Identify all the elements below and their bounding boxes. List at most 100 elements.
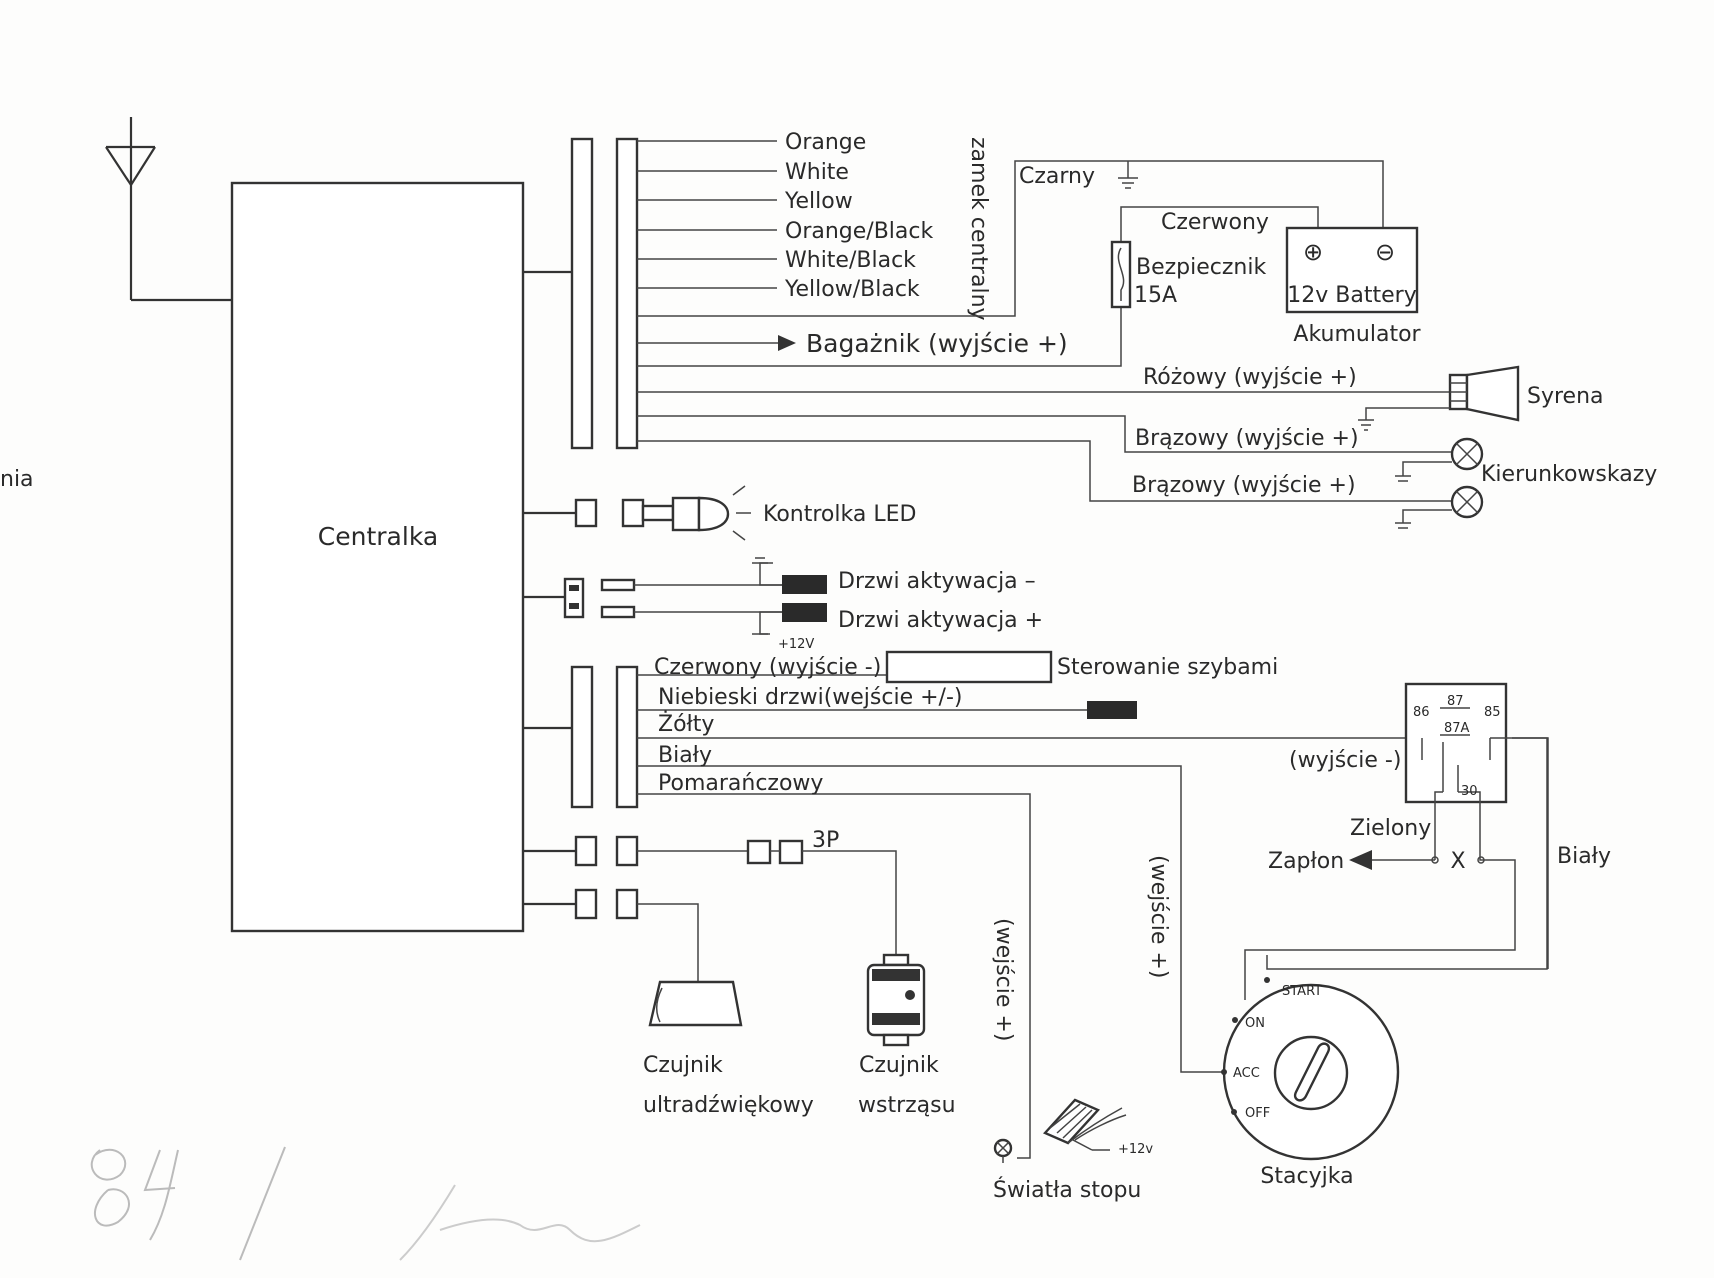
siren-wire-label: Różowy (wyjście +) (1143, 365, 1357, 390)
ignition-switch (1221, 977, 1400, 1161)
upper-connector-right (615, 137, 639, 450)
main-unit-label: Centralka (318, 522, 438, 551)
led-connector-right (621, 498, 645, 528)
indicator-lamp-icon (1395, 485, 1484, 529)
brake-lights-label: Światła stopu (993, 1177, 1141, 1203)
fuse-label: Bezpiecznik (1136, 255, 1266, 280)
ignition-acc: ACC (1233, 1066, 1260, 1081)
yellow-label: Żółty (658, 711, 714, 737)
ultrasonic-label-2: ultradźwiękowy (643, 1093, 814, 1118)
door-switch-minus-icon (752, 557, 827, 594)
door-plus-label: Drzwi aktywacja + (838, 608, 1043, 633)
handwritten-note (90, 1146, 641, 1261)
lower-connector-left (570, 665, 594, 809)
relay-pin-30: 30 (1461, 784, 1478, 799)
relay-pin-86: 86 (1413, 705, 1430, 720)
edge-text-fragment: nia (0, 467, 34, 492)
ignition-label: Zapłon (1268, 849, 1344, 874)
relay (1266, 682, 1548, 970)
window-control-box (885, 650, 1053, 684)
led-connector-left (574, 498, 598, 528)
upper-connector-left (570, 137, 594, 450)
upper-harness (523, 137, 777, 450)
led-icon (641, 485, 751, 541)
battery-caption: Akumulator (1293, 322, 1421, 347)
ignition-start: START (1282, 984, 1322, 999)
main-control-unit (230, 181, 525, 933)
shock-sensor-icon (866, 953, 926, 1047)
orange-label: Pomarańczowy (658, 771, 823, 796)
ultrasonic-sensor-icon (648, 980, 743, 1027)
wire-label-white: White (785, 160, 849, 185)
ignition-off: OFF (1245, 1106, 1270, 1121)
ignition-input-label: (wejście +) (1146, 855, 1171, 978)
white-label: Biały (658, 743, 712, 768)
indicator-wire-2-label: Brązowy (wyjście +) (1132, 473, 1356, 498)
ultrasonic-connector-left (574, 888, 598, 920)
door-minus-label: Drzwi aktywacja – (838, 569, 1036, 594)
green-wire-label: Zielony (1350, 816, 1431, 841)
relay-output-label: (wyjście -) (1289, 748, 1401, 773)
wire-label-orange-black: Orange/Black (785, 219, 933, 244)
fuse-rating: 15A (1134, 283, 1177, 308)
lower-connector-right (615, 665, 639, 809)
indicators-label: Kierunkowskazy (1481, 462, 1657, 487)
black-wire-label: Czarny (1019, 164, 1095, 189)
relay-pin-87: 87 (1447, 694, 1464, 709)
plug-3p-left (746, 839, 772, 865)
indicator-wire-1 (637, 415, 1452, 453)
red-power-wire (637, 307, 1122, 367)
brake-12v-label: +12v (1118, 1142, 1153, 1157)
siren-label: Syrena (1527, 384, 1604, 409)
trunk-arrow-icon (778, 335, 796, 351)
wire-label-white-black: White/Black (785, 248, 916, 273)
door-sensor-icon (1087, 701, 1137, 719)
indicator-wire-1-label: Brązowy (wyjście +) (1135, 426, 1359, 451)
plug-3p-right (778, 839, 804, 865)
ground-icon (1118, 161, 1138, 189)
ignition-arrow-icon (1349, 850, 1372, 870)
central-lock-title: zamek centralny (966, 137, 991, 321)
central-lock-wire-labels: Orange White Yellow Orange/Black White/B… (784, 130, 933, 302)
white-wire (637, 765, 1224, 1073)
shock-sensor-label-1: Czujnik (859, 1053, 939, 1078)
trunk-label: Bagażnik (wyjście +) (806, 329, 1068, 358)
brake-pedal-icon (1042, 1098, 1127, 1151)
wire-label-yellow: Yellow (784, 189, 853, 214)
battery-minus-icon: ⊖ (1375, 238, 1395, 266)
indicator-lamp-icon (1395, 437, 1484, 482)
relay-pin-87a: 87A (1444, 721, 1470, 736)
door-connector (563, 577, 585, 619)
shock-sensor-connector-right (615, 835, 639, 867)
door-switch-plus-icon (752, 603, 827, 635)
blue-door-label: Niebieski drzwi(wejście +/-) (658, 685, 962, 710)
ignition-on: ON (1245, 1016, 1265, 1031)
window-control-label: Sterowanie szybami (1057, 655, 1278, 680)
red-output-label: Czerwony (wyjście -) (654, 655, 881, 680)
shock-sensor-connector-left (574, 835, 598, 867)
indicator-wire-2 (637, 440, 1452, 502)
antenna-icon (105, 117, 232, 302)
fuse-icon (1110, 240, 1132, 309)
wire-label-yellow-black: Yellow/Black (784, 277, 920, 302)
shock-sensor-wire (802, 850, 897, 955)
siren-icon (1358, 365, 1520, 431)
start-wire (1244, 859, 1516, 1000)
ignition-switch-label: Stacyjka (1260, 1164, 1353, 1189)
relay-white-label: Biały (1557, 844, 1611, 869)
brake-lamp-icon (993, 1138, 1013, 1163)
ultrasonic-connector-right (615, 888, 639, 920)
red-wire-label: Czerwony (1161, 210, 1269, 235)
battery-label: 12v Battery (1287, 283, 1416, 308)
wire-cut-mark: X (1450, 849, 1465, 874)
ultrasonic-label-1: Czujnik (643, 1053, 723, 1078)
black-ground-wire (637, 160, 1384, 317)
relay-pin-85: 85 (1484, 705, 1501, 720)
battery (1285, 226, 1419, 314)
wire-label-orange: Orange (785, 130, 866, 155)
orange-wire (637, 793, 1031, 1159)
connector-3p-label: 3P (812, 828, 839, 853)
led-label: Kontrolka LED (763, 502, 916, 527)
